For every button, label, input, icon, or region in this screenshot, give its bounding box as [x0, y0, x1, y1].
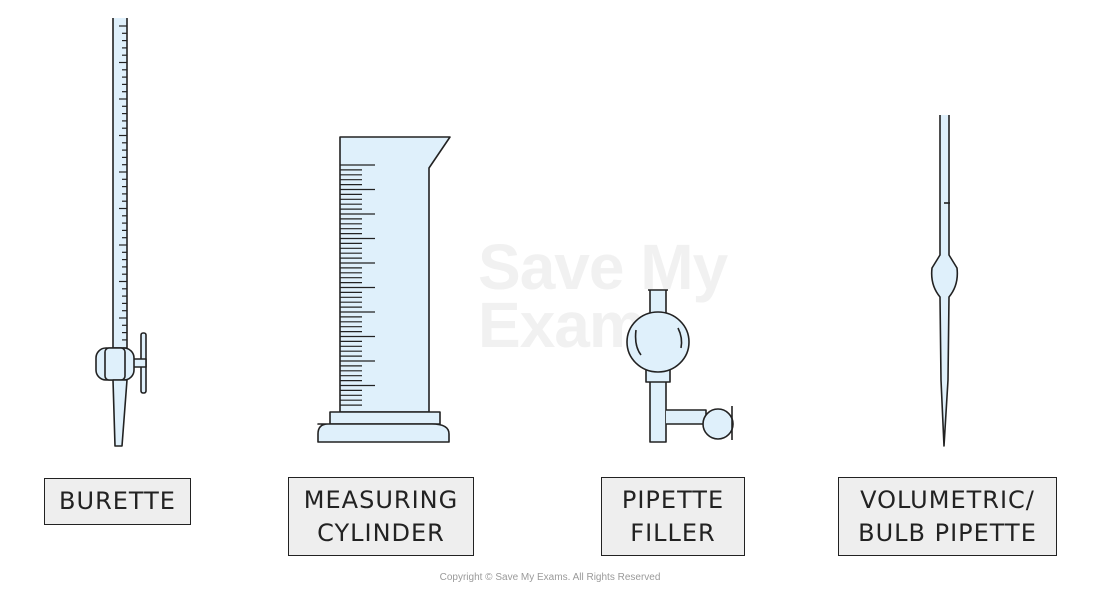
measuring-cylinder-label-line-1: MEASURING: [303, 485, 459, 514]
measuring-cylinder-label: MEASURING CYLINDER: [288, 477, 474, 556]
watermark-line-1: Save My: [478, 231, 728, 303]
pipette-filler-label-line-2: FILLER: [630, 518, 716, 547]
burette-graduations: [119, 25, 127, 341]
pipette-filler-illustration: [626, 289, 734, 443]
burette-illustration: [95, 18, 147, 447]
volumetric-pipette-illustration: [930, 115, 959, 447]
pipette-filler-label-line-1: PIPETTE: [621, 485, 725, 514]
measuring-cylinder-label-line-2: CYLINDER: [317, 518, 445, 547]
volumetric-pipette-label-line-1: VOLUMETRIC/: [860, 485, 1035, 514]
burette-label-line-1: BURETTE: [59, 487, 176, 515]
pipette-filler-label: PIPETTE FILLER: [601, 477, 745, 556]
volumetric-pipette-label-line-2: BULB PIPETTE: [858, 518, 1037, 547]
measuring-cylinder-graduations: [340, 164, 375, 406]
measuring-cylinder-illustration: [317, 136, 451, 443]
burette-label: BURETTE: [44, 478, 191, 525]
copyright-notice: Copyright © Save My Exams. All Rights Re…: [439, 572, 661, 583]
volumetric-pipette-label: VOLUMETRIC/ BULB PIPETTE: [838, 477, 1057, 556]
